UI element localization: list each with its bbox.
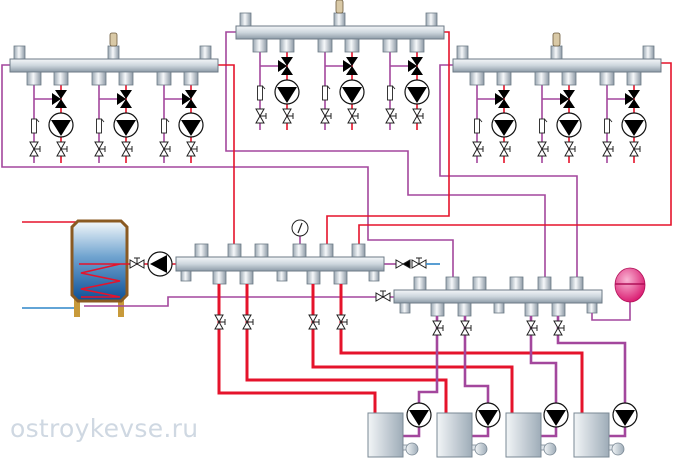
top-manifold-middle [236,0,444,130]
expansion-tank [614,267,646,303]
tank-pump-icon [147,251,173,277]
tank-return-pipe [84,296,394,307]
return-pipes-upper [1,31,578,277]
check-valve-icon [401,259,411,269]
return-manifold [393,276,631,321]
tank-leg [118,299,124,317]
supply-pipes-upper [218,31,672,245]
tank-leg [74,299,80,317]
pressure-gauge-icon [291,219,309,237]
main-supply-manifold [175,219,440,285]
boiler-supply-pipes [214,284,584,413]
top-manifold-right [453,33,661,163]
boiler-return-pipes [403,316,638,438]
hot-water-tank [22,219,176,317]
watermark: ostroykevse.ru [10,414,199,443]
top-manifold-left [10,33,218,163]
